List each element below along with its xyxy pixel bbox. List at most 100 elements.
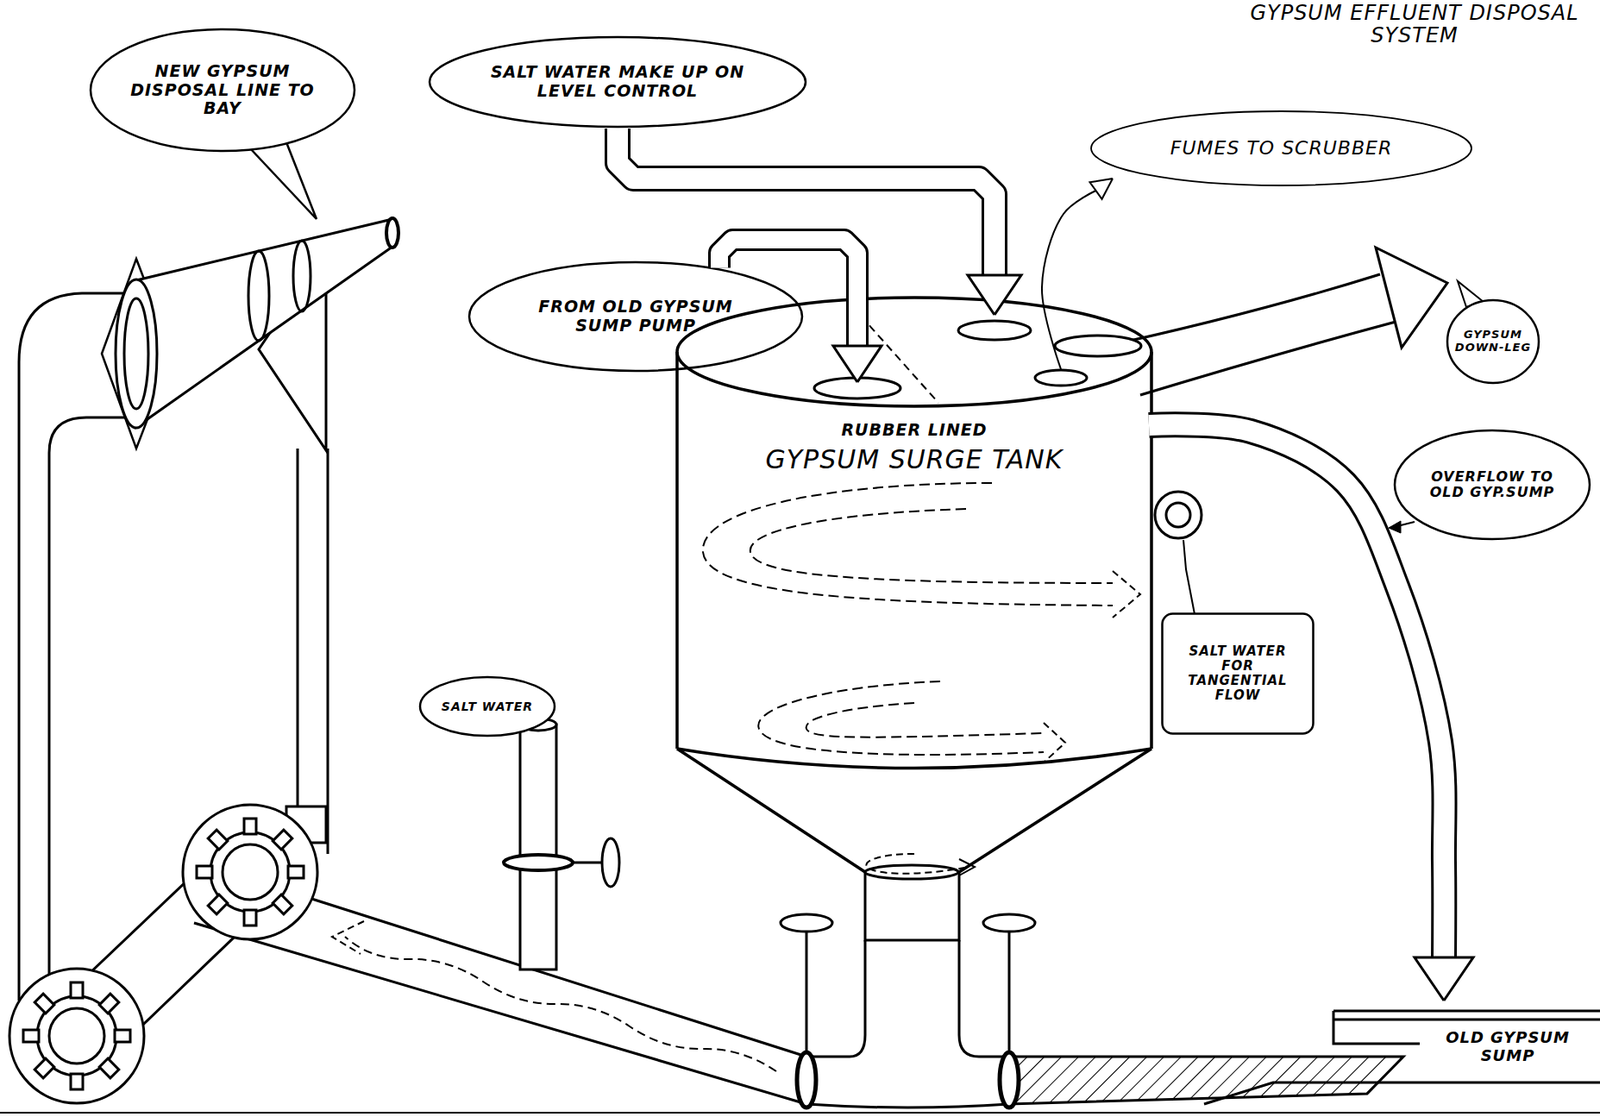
impeller-vane: [34, 1058, 55, 1079]
callout-bubble: SALT WATER MAKE UP ON LEVEL CONTROL: [427, 35, 808, 129]
impeller-vane: [244, 818, 257, 835]
valve-body: [999, 1052, 1019, 1108]
impeller-vane: [272, 894, 293, 915]
callout-text: SALT WATER FOR TANGENTIAL FLOW: [1173, 644, 1303, 704]
bubble-outline: [1394, 430, 1590, 540]
swirl-flow: [806, 702, 1044, 738]
tank-outlet: [865, 865, 959, 879]
note-box: SALT WATER FOR TANGENTIAL FLOW: [1160, 612, 1315, 735]
handwheel: [780, 914, 833, 932]
handwheel: [983, 914, 1036, 932]
bubble-outline: [420, 677, 555, 736]
tank-cone: [677, 748, 1152, 873]
pump-impeller: [222, 844, 278, 900]
reducer-inlet: [115, 279, 157, 428]
impeller-vane: [99, 1058, 120, 1079]
tank-nozzle: [1035, 370, 1087, 386]
callout-text: SALT WATER: [441, 699, 534, 714]
tank-wall: [677, 351, 1152, 749]
flow-line: [1041, 190, 1097, 370]
manifold: [806, 940, 866, 1057]
flow-arrowhead: [332, 921, 364, 954]
down-leg-pipe: [1140, 320, 1400, 396]
node-shape: [675, 295, 1154, 874]
tank-label: RUBBER LINED: [840, 420, 987, 440]
tank-nozzle: [958, 320, 1031, 340]
leader-arrowhead: [1388, 520, 1401, 534]
pump-impeller: [49, 1008, 105, 1064]
leader-line: [1183, 539, 1195, 615]
text-area: OLD GYPSUM SUMP: [1415, 1012, 1600, 1082]
tank-nozzle: [814, 377, 901, 399]
impeller-vane: [34, 993, 55, 1014]
impeller-vane: [207, 829, 228, 850]
callout-bubble: NEW GYPSUM DISPOSAL LINE TO BAY: [88, 27, 357, 153]
arrowhead: [1414, 957, 1474, 1001]
tank-bottom: [677, 748, 1152, 769]
text-area: NEW GYPSUM DISPOSAL LINE TO BAY: [88, 27, 357, 153]
suction-pipe: [194, 922, 807, 1105]
arrowhead: [967, 275, 1022, 315]
pipe-ring: [293, 240, 311, 312]
surge-tank: RUBBER LINED GYPSUM SURGE TANK: [675, 295, 1154, 874]
impeller-vane: [244, 909, 257, 926]
impeller-vane: [272, 829, 293, 850]
pipe-bore: [1148, 424, 1445, 959]
bubble-outline: [1091, 111, 1472, 186]
valve-stem: [1008, 929, 1011, 1055]
reducer-cone: [136, 219, 393, 427]
impeller-vane: [207, 894, 228, 915]
callout-bubble: SALT WATER: [418, 675, 557, 738]
impeller-vane: [70, 982, 83, 998]
reducer-inlet: [124, 298, 149, 409]
sump-line: [1009, 1056, 1404, 1105]
swirl-flow: [702, 483, 1113, 606]
sump-outline: [1204, 1010, 1600, 1105]
text-area: SALT WATER: [418, 675, 557, 738]
pipe-connector: [617, 128, 1022, 315]
impeller-vane: [196, 865, 213, 879]
impeller-vane: [99, 993, 120, 1014]
reducer-outlet: [386, 218, 399, 248]
callout-text: FUMES TO SCRUBBER: [1170, 137, 1393, 159]
text-area: SALT WATER FOR TANGENTIAL FLOW: [1160, 612, 1315, 735]
callout-tail: [250, 142, 317, 220]
bubble-outline: [429, 37, 806, 127]
impeller-vane: [288, 865, 304, 879]
pipe-bore: [719, 239, 858, 347]
text-area: SALT WATER MAKE UP ON LEVEL CONTROL: [427, 35, 808, 129]
text-area: GYPSUM DOWN-LEG: [1445, 298, 1541, 385]
arrowhead: [833, 345, 882, 383]
tank-label: GYPSUM SURGE TANK: [765, 445, 1064, 476]
discharge-pipe: [18, 293, 130, 1001]
impeller-vane: [114, 1029, 131, 1042]
pump-casing: [9, 968, 145, 1104]
tank-nozzle: [1054, 335, 1142, 357]
text-area: FUMES TO SCRUBBER: [1089, 109, 1474, 188]
down-leg-arrowhead: [1375, 247, 1448, 348]
swirl-arrowhead: [1043, 722, 1066, 763]
node-shape: [1204, 1000, 1600, 1109]
swirl-flow: [865, 853, 965, 874]
swirl-arrowhead: [1112, 570, 1141, 618]
callout-bubble: GYPSUM DOWN-LEG: [1445, 298, 1541, 385]
salt-water-riser: [520, 724, 557, 970]
handwheel: [602, 838, 620, 887]
discharge-pipe: [326, 448, 330, 854]
discharge-pipe: [49, 417, 126, 992]
text-area: RUBBER LINED GYPSUM SURGE TANK: [727, 295, 1102, 555]
text-area: OVERFLOW TO OLD GYP.SUMP: [1392, 428, 1592, 541]
bubble-outline: [90, 29, 355, 151]
bubble-outline: [469, 262, 803, 371]
pipe-connector: [1041, 178, 1113, 370]
callout-bubble: OVERFLOW TO OLD GYP.SUMP: [1392, 428, 1592, 541]
box-outline: [1162, 614, 1314, 735]
callout-text: NEW GYPSUM DISPOSAL LINE TO BAY: [123, 62, 322, 120]
border-line: [0, 1111, 1600, 1114]
pipe-bore: [617, 128, 995, 277]
tank-top: [677, 297, 1152, 407]
diagram-title: GYPSUM EFFLUENT DISPOSAL SYSTEM: [1233, 1, 1596, 48]
impeller-vane: [70, 1073, 83, 1090]
tangential-nozzle: [1166, 502, 1191, 528]
